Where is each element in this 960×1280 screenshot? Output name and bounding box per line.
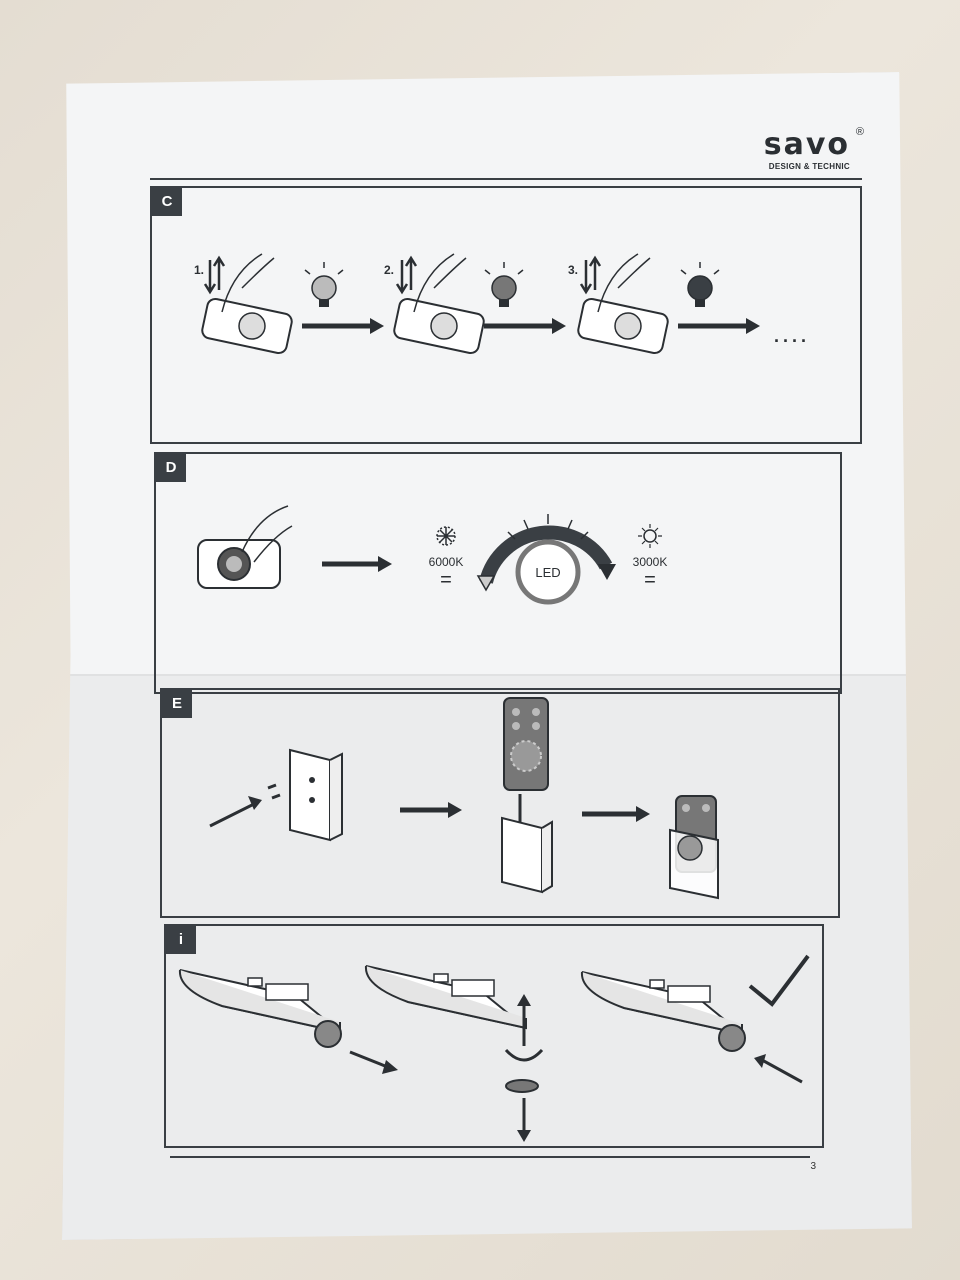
brand-tagline: DESIGN & TECHNIC [768,162,850,171]
remote-battery-insert [580,971,803,1084]
page-number: 3 [810,1161,816,1172]
registered-mark: ® [855,126,864,138]
section-d-label: D [156,454,186,482]
bulb-light-icon [304,262,344,307]
led-dial: LED [476,514,616,605]
step-1-remote: 1. [194,253,293,355]
step-3-remote: 3. [568,253,669,355]
logo-text: savo [763,127,850,162]
section-i-panel: i [164,924,824,1148]
bulb-medium-icon [484,262,524,307]
snowflake-icon [436,526,456,546]
bulb-dark-icon [680,262,720,307]
footer-rule [170,1156,810,1158]
screws-icon [267,783,281,800]
section-c-panel: C 1. 2. [150,186,862,444]
section-e-panel: E [160,688,840,918]
warm-temperature: 3000K [633,555,668,569]
remote-in-holder [669,795,719,900]
header-rule [150,178,862,180]
wall-holder [289,748,343,842]
section-i-label: i [166,926,196,954]
instruction-sheet: savo ® DESIGN & TECHNIC C 1. 2. [62,72,912,1240]
remote-dial-turn [197,505,293,589]
paper-fold-line [62,674,912,676]
section-c-label: C [152,188,182,216]
sun-icon [638,524,662,548]
checkmark-icon [748,954,810,1007]
brand-logo: savo ® DESIGN & TECHNIC [763,126,864,171]
remote-battery-tray [364,965,544,1142]
section-d-panel: D 6000K = LED [154,452,842,694]
section-e-label: E [162,690,192,718]
cold-temperature: 6000K [429,555,464,569]
section-d-illustration: 6000K = LED 3000K = [197,505,668,605]
equals-sign-warm: = [644,569,656,591]
remote-upright [503,697,549,791]
equals-sign-cold: = [440,569,452,591]
wall-holder-empty [501,816,553,894]
section-i-illustration [178,954,810,1142]
led-label: LED [535,565,560,580]
ellipsis: .... [774,326,810,346]
remote-battery-remove [178,969,398,1074]
step-1-number: 1. [194,263,204,277]
section-c-illustration: 1. 2. [194,253,810,355]
step-3-number: 3. [568,263,578,277]
step-2-remote: 2. [384,253,485,355]
section-e-illustration [209,697,719,900]
step-2-number: 2. [384,263,394,277]
